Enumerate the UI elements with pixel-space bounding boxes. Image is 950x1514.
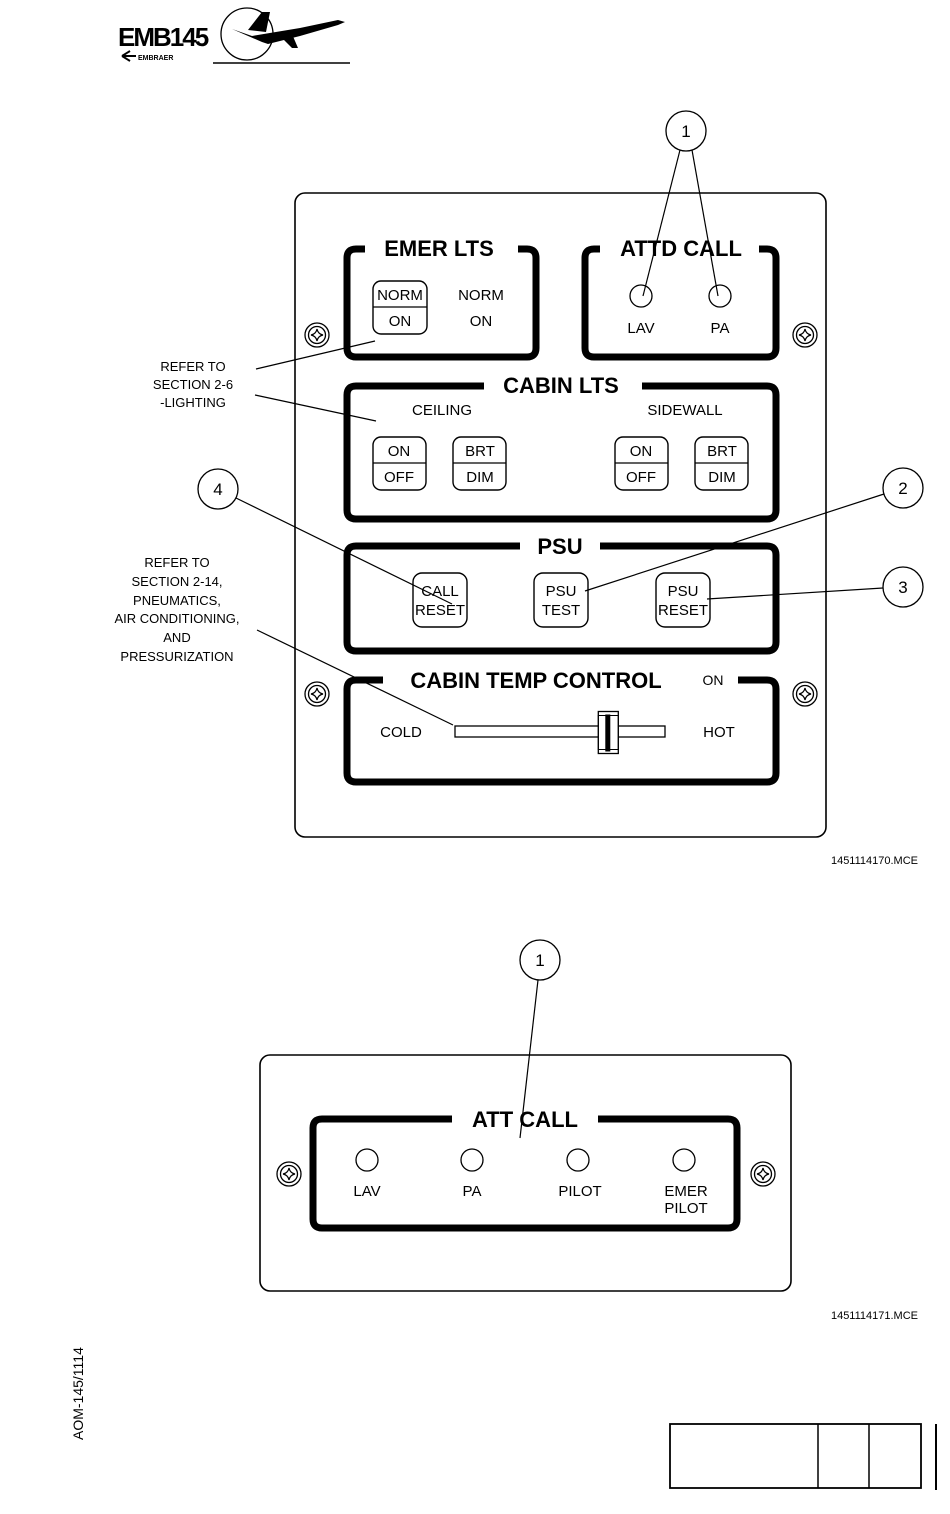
lav-call-light[interactable]: LAV — [627, 284, 655, 337]
cabin-control-panel: EMER LTS NORM ON NORM ON ATTD CALL LAV P… — [115, 110, 924, 867]
light-label: PILOT — [558, 1183, 601, 1200]
pneumatics-note: REFER TO SECTION 2-14, PNEUMATICS, AIR C… — [115, 555, 454, 726]
emer-lts-legend-bottom: ON — [470, 313, 493, 330]
callout-1-top: 1 — [642, 110, 719, 297]
button-line1: PSU — [668, 583, 699, 600]
figure-id-1: 1451114170.MCE — [831, 855, 918, 867]
emer-lts-legend-top: NORM — [458, 287, 504, 304]
cabin-temp-on-label: ON — [703, 672, 724, 688]
callout-number: 2 — [898, 479, 907, 498]
switch-top-label: BRT — [465, 443, 495, 460]
screw-icon — [792, 322, 818, 348]
note-line: PRESSURIZATION — [120, 649, 233, 664]
emer-lts-switch-top: NORM — [377, 287, 423, 304]
switch-top-label: ON — [388, 443, 411, 460]
cabin-lts-section: CABIN LTS CEILING SIDEWALL ON OFF BRT DI… — [343, 373, 780, 523]
doc-code: AOM-145/1114 — [70, 1347, 86, 1440]
attd-call-title: ATTD CALL — [620, 236, 742, 261]
note-line: -LIGHTING — [160, 395, 226, 410]
sidewall-on-off-switch[interactable]: ON OFF — [614, 436, 669, 491]
button-line1: CALL — [421, 583, 459, 600]
screw-icon — [276, 1161, 302, 1187]
call-reset-button[interactable]: CALL RESET — [412, 572, 468, 628]
logo-brand-text: EMBRAER — [138, 55, 173, 62]
psu-test-button[interactable]: PSU TEST — [533, 572, 589, 628]
temp-slider-knob[interactable] — [597, 710, 619, 755]
figure-id-2: 1451114171.MCE — [831, 1310, 918, 1322]
note-line: AND — [163, 630, 190, 645]
callout-4: 4 — [197, 468, 453, 605]
callout-2: 2 — [584, 467, 924, 592]
hot-label: HOT — [703, 724, 735, 741]
callout-number: 3 — [898, 578, 907, 597]
lav-light-label: LAV — [627, 320, 654, 337]
pa-call-light[interactable]: PA — [708, 284, 732, 337]
button-line2: TEST — [542, 602, 580, 619]
emer-lts-switch[interactable]: NORM ON — [372, 280, 428, 335]
cold-label: COLD — [380, 724, 422, 741]
ceiling-brt-dim-switch[interactable]: BRT DIM — [452, 436, 507, 491]
header-logo: EMB145 EMBRAER — [118, 7, 350, 64]
psu-reset-button[interactable]: PSU RESET — [655, 572, 711, 628]
screw-icon — [750, 1161, 776, 1187]
callout-number: 1 — [535, 951, 544, 970]
emer-lts-section: EMER LTS NORM ON NORM ON — [343, 236, 540, 361]
att-call-title: ATT CALL — [472, 1107, 578, 1132]
sidewall-brt-dim-switch[interactable]: BRT DIM — [694, 436, 749, 491]
callout-number: 4 — [213, 480, 222, 499]
note-line: AIR CONDITIONING, — [115, 611, 240, 626]
emer-lts-switch-bottom: ON — [389, 313, 412, 330]
embraer-arrow-icon — [121, 50, 136, 62]
attd-call-section: ATTD CALL LAV PA — [581, 236, 780, 361]
note-line: REFER TO — [160, 359, 225, 374]
button-line2: RESET — [658, 602, 708, 619]
screw-icon — [792, 681, 818, 707]
switch-bottom-label: OFF — [384, 469, 414, 486]
switch-bottom-label: OFF — [626, 469, 656, 486]
note-line: REFER TO — [144, 555, 209, 570]
button-line2: RESET — [415, 602, 465, 619]
note-line: PNEUMATICS, — [133, 593, 221, 608]
emer-lts-title: EMER LTS — [384, 236, 494, 261]
screw-icon — [304, 681, 330, 707]
light-label-line2: PILOT — [664, 1200, 707, 1217]
temp-slider-track[interactable] — [454, 725, 666, 738]
att-lav-light[interactable]: LAV — [353, 1148, 381, 1200]
psu-title: PSU — [537, 534, 582, 559]
att-pilot-light[interactable]: PILOT — [558, 1148, 602, 1200]
att-emer-pilot-light[interactable]: EMER PILOT — [664, 1148, 708, 1217]
lighting-note: REFER TO SECTION 2-6 -LIGHTING — [153, 340, 377, 422]
note-line: SECTION 2-14, — [131, 574, 222, 589]
switch-bottom-label: DIM — [466, 469, 494, 486]
cabin-temp-title: CABIN TEMP CONTROL — [410, 668, 661, 693]
button-line1: PSU — [546, 583, 577, 600]
ceiling-on-off-switch[interactable]: ON OFF — [372, 436, 427, 491]
psu-section: PSU CALL RESET PSU TEST PSU RESET — [343, 534, 780, 655]
light-label: LAV — [353, 1183, 380, 1200]
switch-top-label: BRT — [707, 443, 737, 460]
att-call-panel: ATT CALL LAV PA PILOT EMER PILOT 1 14511… — [259, 939, 918, 1322]
logo-model-text: EMB145 — [118, 22, 209, 52]
revision-box — [669, 1423, 937, 1490]
switch-top-label: ON — [630, 443, 653, 460]
att-pa-light[interactable]: PA — [460, 1148, 484, 1200]
callout-3: 3 — [706, 566, 924, 608]
ceiling-label: CEILING — [412, 402, 472, 419]
att-panel-plate — [259, 1054, 792, 1292]
att-callout-1: 1 — [519, 939, 561, 1139]
note-line: SECTION 2-6 — [153, 377, 233, 392]
airplane-icon — [220, 7, 345, 61]
light-label: EMER — [664, 1183, 708, 1200]
callout-number: 1 — [681, 122, 690, 141]
light-label: PA — [463, 1183, 482, 1200]
switch-bottom-label: DIM — [708, 469, 736, 486]
screw-icon — [304, 322, 330, 348]
cabin-lts-title: CABIN LTS — [503, 373, 619, 398]
pa-light-label: PA — [711, 320, 730, 337]
sidewall-label: SIDEWALL — [647, 402, 722, 419]
cabin-temp-section: CABIN TEMP CONTROL ON COLD HOT — [343, 668, 780, 786]
